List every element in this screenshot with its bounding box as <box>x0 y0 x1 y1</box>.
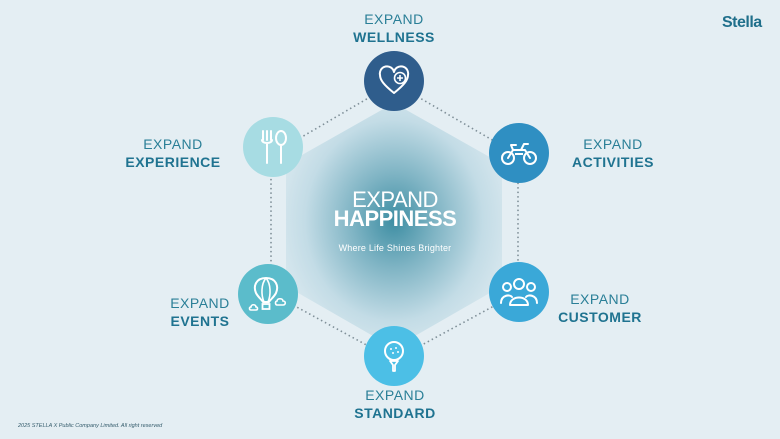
node-experience[interactable] <box>243 117 303 177</box>
center-hexagon <box>286 103 502 348</box>
label-standard-line1: EXPAND <box>365 387 425 403</box>
label-activities: EXPAND ACTIVITIES <box>558 136 668 171</box>
center-title-line2: HAPPINESS <box>333 206 457 231</box>
stella-logo-text: Stella <box>722 14 762 31</box>
label-events-line2: EVENTS <box>170 313 230 330</box>
label-wellness: EXPAND WELLNESS <box>334 11 454 46</box>
heart-plus-icon <box>378 65 410 94</box>
label-experience-line2: EXPERIENCE <box>125 154 221 171</box>
label-customer-line1: EXPAND <box>570 291 630 307</box>
label-customer-line2: CUSTOMER <box>558 309 642 326</box>
hot-air-balloon-icon <box>248 277 287 311</box>
label-events: EXPAND EVENTS <box>150 295 250 330</box>
stella-logo: Stella <box>722 14 762 32</box>
node-standard[interactable] <box>364 326 424 386</box>
label-experience: EXPAND EXPERIENCE <box>118 136 228 171</box>
label-customer: EXPAND CUSTOMER <box>545 291 655 326</box>
center-title-line1: EXPAND <box>352 187 438 212</box>
node-activities[interactable] <box>489 123 549 183</box>
label-wellness-line1: EXPAND <box>364 11 424 27</box>
label-activities-line2: ACTIVITIES <box>571 154 654 171</box>
atv-icon <box>501 143 537 165</box>
fork-spoon-icon <box>261 130 287 164</box>
label-wellness-line2: WELLNESS <box>353 29 435 46</box>
label-events-line1: EXPAND <box>170 295 230 311</box>
people-group-icon <box>500 278 538 306</box>
node-customer[interactable] <box>489 262 549 322</box>
footer-copyright: 2025 STELLA X Public Company Limited. Al… <box>18 423 163 429</box>
golf-ball-icon <box>384 341 404 372</box>
label-experience-line1: EXPAND <box>143 136 203 152</box>
label-activities-line1: EXPAND <box>583 136 643 152</box>
label-standard: EXPAND STANDARD <box>335 387 455 422</box>
label-standard-line2: STANDARD <box>354 405 436 422</box>
node-wellness[interactable] <box>364 51 424 111</box>
node-events[interactable] <box>238 264 298 324</box>
center-tagline: Where Life Shines Brighter <box>338 243 452 253</box>
